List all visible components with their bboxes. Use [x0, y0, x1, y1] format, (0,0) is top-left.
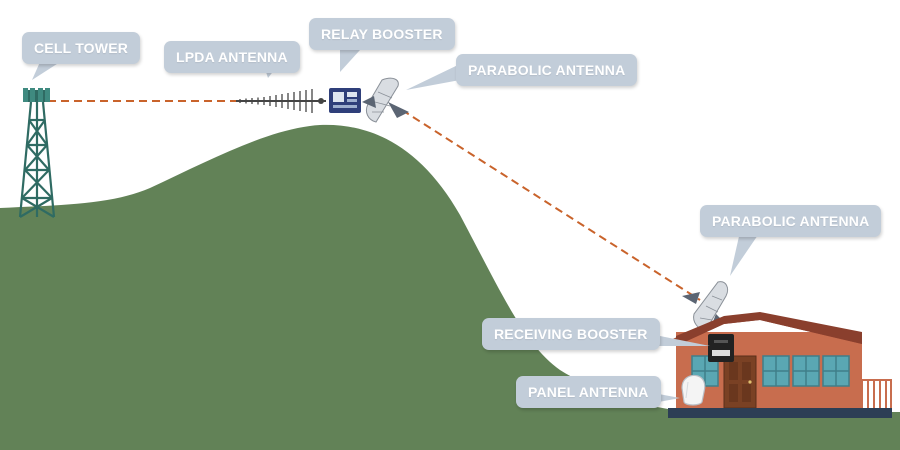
- parabolic-antenna-icon: [362, 77, 409, 123]
- pointer-parabolic-house: [730, 232, 760, 276]
- house-icon: [668, 312, 892, 418]
- pointer-cell-tower: [32, 62, 60, 80]
- callout-parabolic-antenna-top: PARABOLIC ANTENNA: [456, 54, 638, 86]
- pointer-relay-booster: [340, 50, 360, 72]
- pointer-parabolic-top: [406, 64, 460, 90]
- receiving-booster-icon: [708, 334, 734, 362]
- lpda-antenna-icon: [236, 89, 326, 113]
- callout-panel-antenna: PANEL ANTENNA: [516, 376, 661, 408]
- callout-receiving-booster: RECEIVING BOOSTER: [482, 318, 660, 350]
- panel-antenna-icon: [681, 374, 706, 406]
- relay-booster-icon: [329, 88, 361, 113]
- hill: [0, 124, 900, 450]
- relay-to-house-link: [401, 109, 701, 301]
- cell-tower-icon: [18, 88, 56, 218]
- callout-cell-tower: CELL TOWER: [22, 32, 141, 64]
- callout-relay-booster: RELAY BOOSTER: [309, 18, 455, 50]
- callout-parabolic-antenna-house: PARABOLIC ANTENNA: [700, 205, 882, 237]
- callout-lpda-antenna: LPDA ANTENNA: [164, 41, 300, 73]
